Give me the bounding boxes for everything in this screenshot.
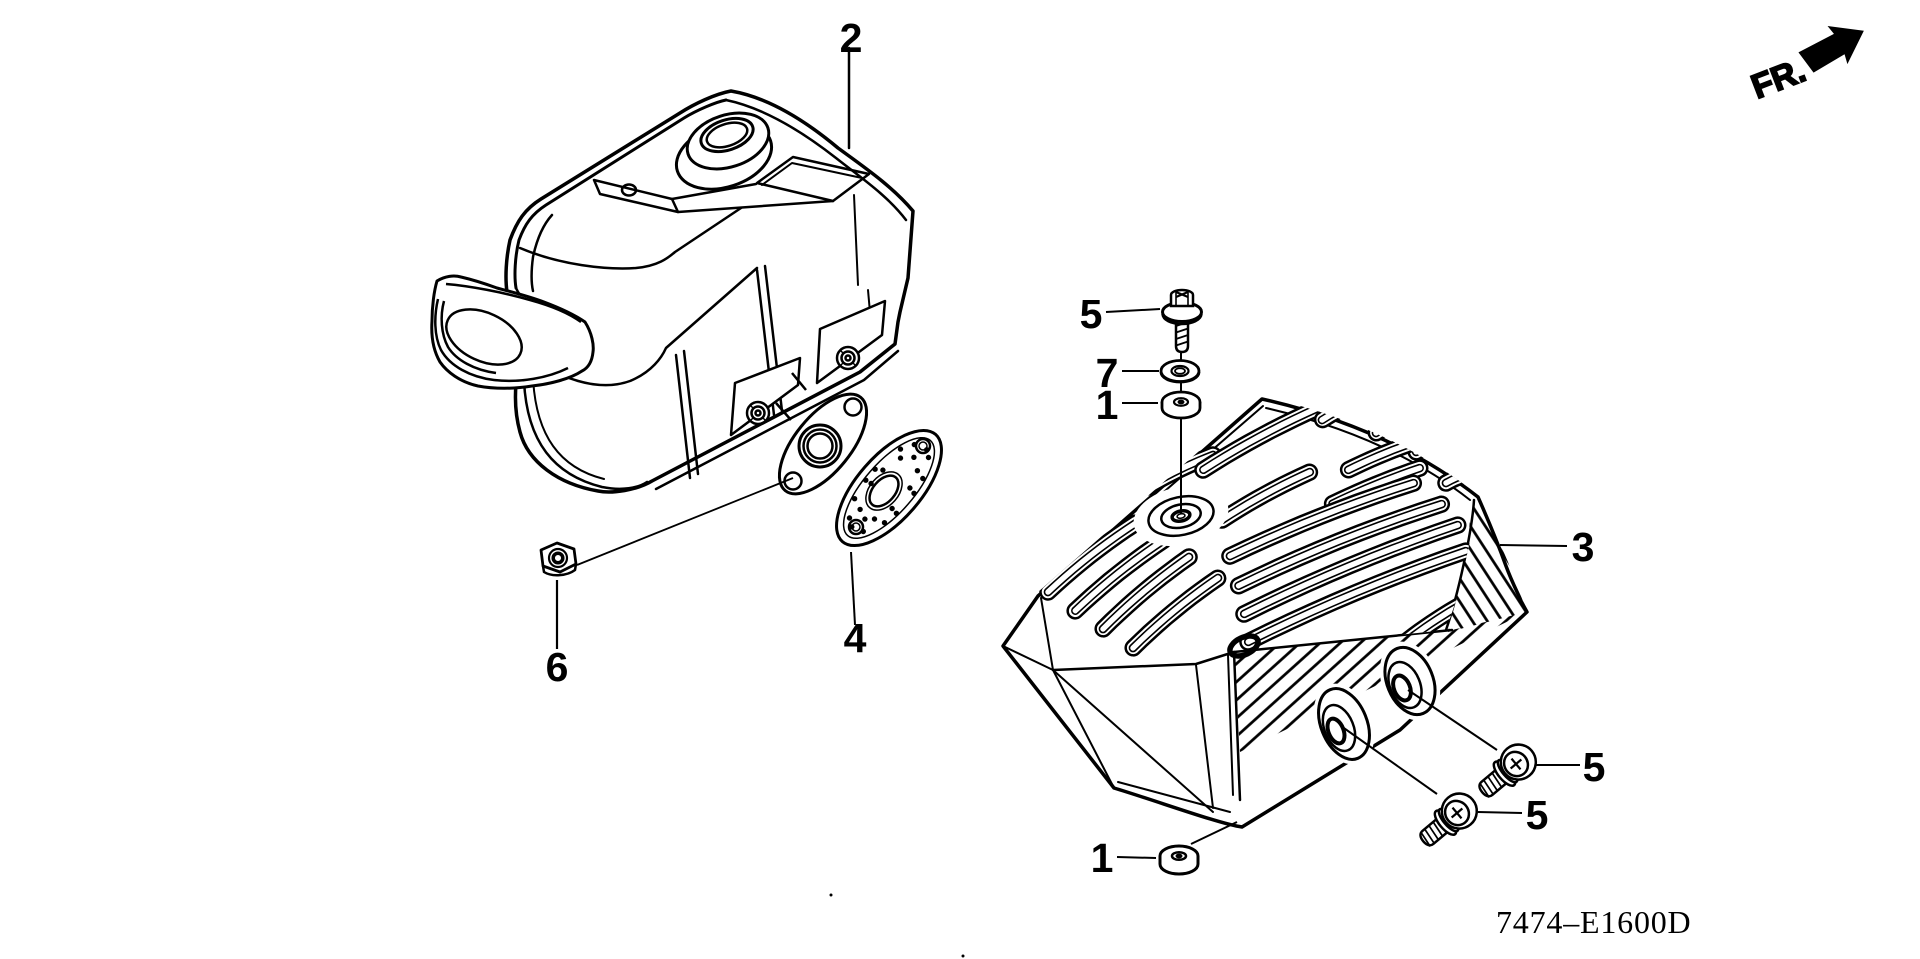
svg-text:6: 6 [546, 644, 569, 690]
svg-text:1: 1 [1096, 382, 1119, 428]
svg-text:3: 3 [1572, 524, 1595, 570]
svg-text:7: 7 [1096, 350, 1119, 396]
svg-text:2: 2 [840, 15, 863, 61]
svg-text:4: 4 [844, 615, 867, 661]
svg-text:7474–E1600D: 7474–E1600D [1496, 904, 1691, 940]
svg-text:5: 5 [1526, 792, 1549, 838]
svg-text:5: 5 [1583, 744, 1606, 790]
svg-text:5: 5 [1080, 291, 1103, 337]
svg-text:1: 1 [1091, 835, 1114, 881]
